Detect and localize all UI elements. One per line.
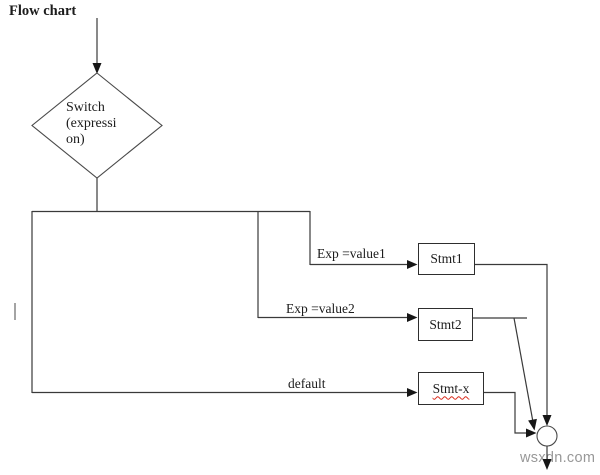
stmt1-box: Stmt1 <box>418 243 475 275</box>
branch1-arrowhead-icon <box>407 260 418 269</box>
decision-label-line2: (expressi <box>66 116 117 131</box>
stmtx-arrowhead-icon <box>526 428 537 438</box>
branch2-arrowhead-icon <box>407 313 418 322</box>
stmt1-label: Stmt1 <box>430 251 463 266</box>
stmt2-box: Stmt2 <box>418 308 473 341</box>
stmtx-box: Stmt-x <box>418 372 484 405</box>
join-circle <box>536 425 558 447</box>
end-arrowhead-icon <box>542 459 552 470</box>
stmtx-exit-line <box>482 391 527 434</box>
decision-label: Switch (expressi on) <box>66 100 117 148</box>
branch1-label: Exp =value1 <box>317 246 386 261</box>
stmt1-exit-line <box>473 263 548 416</box>
stmt1-arrowhead-icon <box>542 415 552 426</box>
watermark: wsxdn.com <box>520 450 596 466</box>
stmt2-diagonal-line <box>513 317 534 423</box>
branch2-label: Exp =value2 <box>286 301 355 316</box>
stmtx-label: Stmt-x <box>432 380 470 396</box>
start-arrowhead-icon <box>92 63 102 74</box>
decision-label-line3: on) <box>66 132 85 147</box>
branch3-arrowhead-icon <box>407 388 418 397</box>
branch3-label: default <box>288 376 326 391</box>
decision-label-line1: Switch <box>66 100 105 115</box>
page-title: Flow chart <box>9 3 77 19</box>
stmt2-arrowhead-icon <box>528 418 537 431</box>
stmt2-label: Stmt2 <box>429 316 462 332</box>
